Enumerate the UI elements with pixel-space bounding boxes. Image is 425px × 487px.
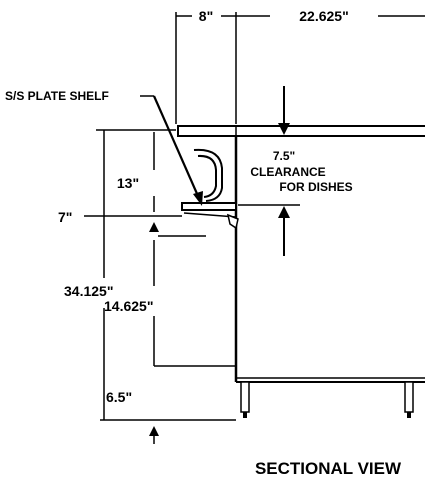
clearance-line1-label: CLEARANCE <box>250 165 325 179</box>
plate-shelf <box>181 148 239 230</box>
clearance-value-label: 7.5" <box>273 149 295 163</box>
dimension-34-label: 34.125" <box>64 283 113 299</box>
clearance-line2-label: FOR DISHES <box>279 180 352 194</box>
left-dimension-lines <box>84 129 236 444</box>
dimension-14-label: 14.625" <box>104 298 153 314</box>
clearance-arrows <box>238 86 300 256</box>
dimension-13-label: 13" <box>117 175 139 191</box>
cabinet-legs <box>240 381 414 418</box>
view-title: SECTIONAL VIEW <box>255 459 402 478</box>
dimension-6-5-label: 6.5" <box>106 389 132 405</box>
top-dimension-lines <box>175 12 425 124</box>
dimension-7-label: 7" <box>58 209 72 225</box>
top-dimension-right-label: 22.625" <box>299 8 348 24</box>
shelf-callout-leader <box>140 95 203 206</box>
top-dimension-left-label: 8" <box>199 8 213 24</box>
shelf-callout-label: S/S PLATE SHELF <box>5 89 109 103</box>
